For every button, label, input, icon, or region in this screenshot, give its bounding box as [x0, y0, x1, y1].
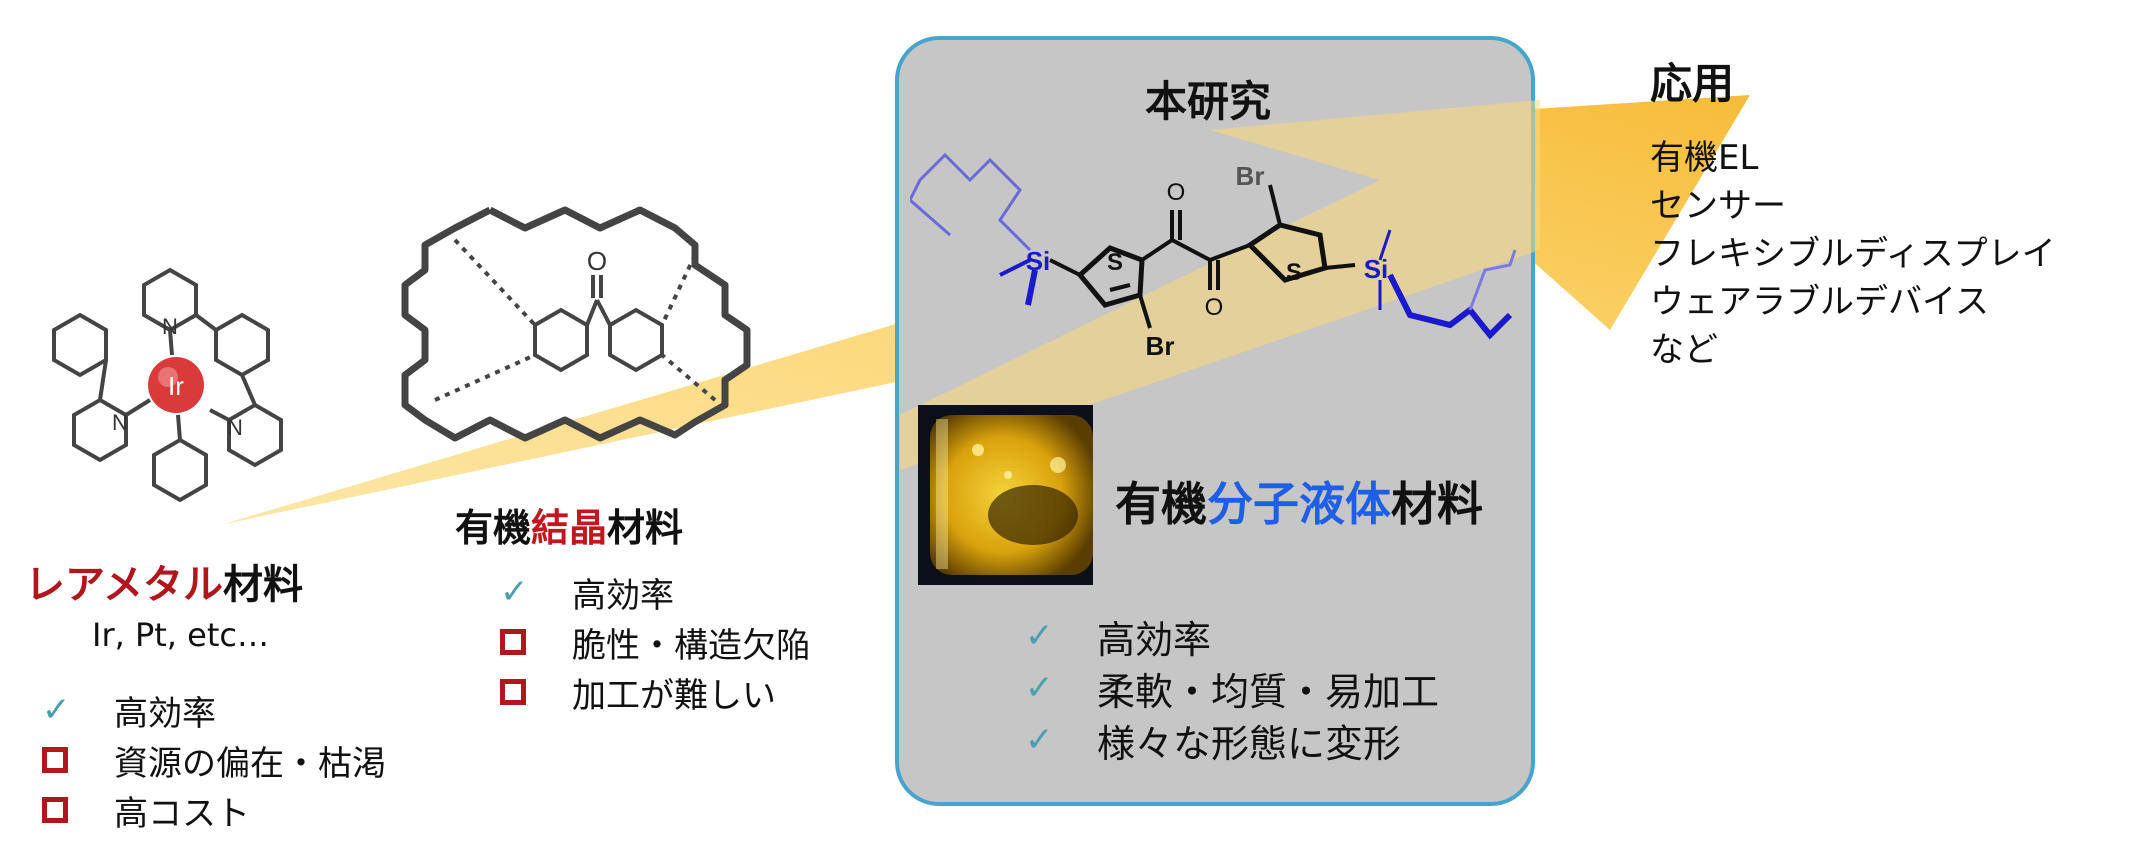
si-label: Si	[1364, 254, 1389, 284]
rare-metal-suffix: 材料	[223, 562, 303, 608]
organic-crystal-title: 有機結晶材料	[455, 506, 684, 550]
square-icon	[500, 629, 526, 655]
n-label: N	[227, 415, 243, 440]
list-item: ウェアラブルデバイス	[1650, 282, 1989, 322]
research-title: 本研究	[1145, 77, 1272, 126]
check-icon: ✓	[500, 572, 529, 612]
list-item: ✓柔軟・均質・易加工	[1025, 668, 1440, 714]
square-icon	[42, 747, 68, 773]
s-label: S	[1107, 249, 1123, 276]
o-label: O	[1205, 294, 1224, 321]
rare-metal-highlight: レアメタル	[25, 562, 223, 608]
research-list: ✓高効率 ✓柔軟・均質・易加工 ✓様々な形態に変形	[1025, 610, 1439, 766]
list-item: ✓高効率	[42, 690, 216, 734]
list-item: 有機EL	[1650, 138, 1759, 178]
crystal-highlight: 結晶	[531, 506, 608, 550]
list-item: 資源の偏在・枯渇	[42, 735, 386, 785]
list-item: 加工が難しい	[500, 667, 810, 717]
liquid-vial-photo	[918, 405, 1093, 585]
square-icon	[500, 679, 526, 705]
list-item: ✓高効率	[1025, 616, 1212, 662]
rare-metal-examples: Ir, Pt, etc…	[92, 616, 269, 654]
list-item: など	[1650, 330, 1718, 370]
liquid-title: 有機分子液体材料	[1115, 477, 1483, 531]
list-item: センサー	[1650, 186, 1786, 226]
liquid-highlight: 分子液体	[1207, 477, 1391, 531]
macrocycle-structure: O	[401, 206, 751, 442]
square-icon	[42, 797, 68, 823]
n-label: N	[112, 410, 128, 435]
organic-crystal-list: ✓高効率 脆性・構造欠陥 加工が難しい	[500, 567, 810, 717]
oxygen-label: O	[587, 246, 607, 276]
list-item: ✓様々な形態に変形	[1025, 720, 1402, 766]
applications-title: 応用	[1650, 59, 1735, 108]
br-label: Br	[1236, 161, 1265, 191]
n-label: N	[162, 314, 178, 339]
check-icon: ✓	[1025, 720, 1054, 760]
check-icon: ✓	[1025, 668, 1054, 708]
rare-metal-list: ✓高効率 資源の偏在・枯渇 高コスト	[42, 685, 386, 835]
list-item: ✓高効率	[500, 572, 674, 616]
list-item: フレキシブルディスプレイ	[1650, 234, 2056, 274]
s-label: S	[1286, 259, 1302, 286]
si-label: Si	[1026, 246, 1051, 276]
iridium-complex-structure: Ir N N N	[52, 267, 283, 503]
applications-list: 有機EL センサー フレキシブルディスプレイ ウェアラブルデバイス など	[1650, 134, 2056, 374]
br-label: Br	[1146, 331, 1175, 361]
check-icon: ✓	[1025, 616, 1054, 656]
check-icon: ✓	[42, 690, 71, 730]
list-item: 高コスト	[42, 785, 386, 835]
ir-label: Ir	[168, 371, 184, 401]
list-item: 脆性・構造欠陥	[500, 617, 810, 667]
o-label: O	[1167, 179, 1186, 206]
rare-metal-title: レアメタル材料	[25, 552, 303, 610]
molecule-structure: Si Si S S O O Br Br	[910, 152, 1517, 361]
